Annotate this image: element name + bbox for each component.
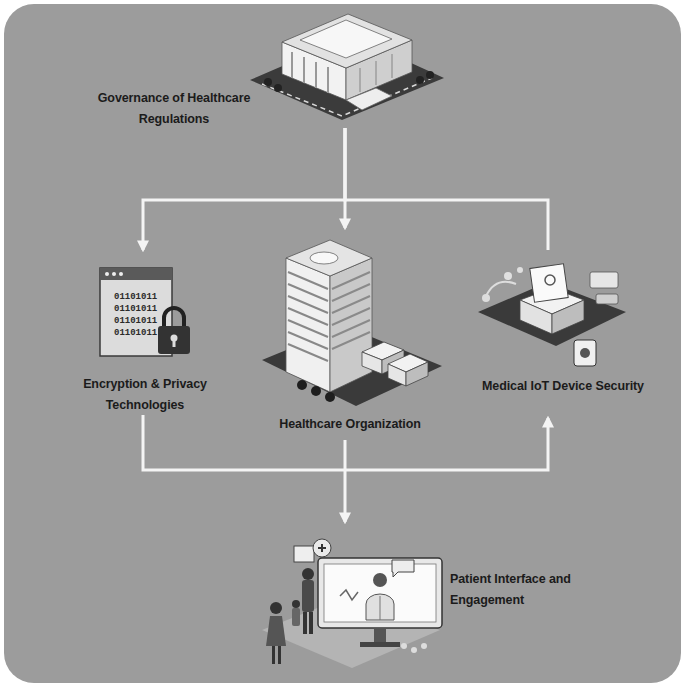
encryption-icon: [100, 268, 190, 356]
binary-code: 01101011: [114, 316, 157, 326]
panel-background: [4, 4, 681, 683]
illustrated-node: Patient Interface and Engagement: [255, 522, 600, 672]
iot-device: [478, 264, 626, 366]
flow-connector: [345, 128, 548, 250]
node-label: Governance of Healthcare Regulations: [90, 88, 258, 130]
binary-code: 01101011: [114, 304, 157, 314]
node-label: Patient Interface and Engagement: [450, 569, 590, 611]
node-label: Encryption & Privacy Technologies: [55, 374, 235, 416]
flow-connector: [143, 415, 548, 470]
flow-connector: [344, 440, 347, 522]
illustrated-node: Medical IoT Device Security: [478, 250, 648, 418]
binary-code: 01101011: [114, 328, 157, 338]
illustrated-node: Healthcare Organization: [245, 228, 455, 440]
hospital-building: [262, 240, 442, 406]
binary-code: 01101011: [114, 292, 157, 302]
government-building: [250, 14, 444, 120]
node-label: Healthcare Organization: [245, 414, 455, 435]
flow-connector: [344, 128, 347, 228]
node-label: Medical IoT Device Security: [478, 376, 648, 397]
telehealth-scene: [262, 539, 442, 668]
flow-connector: [143, 128, 345, 250]
illustrated-node: Governance of Healthcare Regulations: [90, 10, 445, 128]
